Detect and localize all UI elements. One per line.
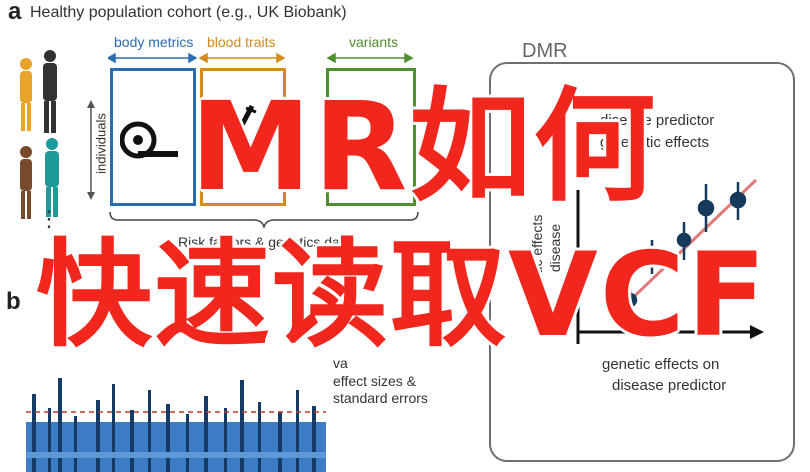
gwas-bar-chart [26,378,326,472]
panel-b-text-3: standard errors [333,390,428,406]
dmr-scatter-plot [576,178,764,344]
category-arrows [108,52,414,64]
dmr-panel [489,62,795,462]
dmr-top-line-2: g genetic effects [600,134,709,151]
dmr-top-line-1: disease predictor [600,112,715,129]
panel-b-text-2: effect sizes & [333,373,417,389]
individuals-label: individuals [93,113,109,174]
bottom-brace [109,211,419,228]
category-variants: variants [349,34,399,50]
dmr-bottom-line-1: genetic effects on [602,356,720,373]
variants-box [326,68,416,206]
panel-b-letter: b [6,288,21,315]
syringe-icon [229,104,257,146]
dmr-bottom-line-2: disease predictor [612,377,727,394]
overlay-title-line-2: 快速读取VCF [36,228,769,363]
blood-traits-box [200,68,286,206]
category-body-metrics: body metrics [114,34,194,50]
overlay-title-line-1: MR如何 [190,76,658,218]
people-ellipsis: ⋮ [38,206,60,231]
tape-measure-icon [120,121,178,159]
risk-factors-label: Risk factors & genetics data [178,234,352,250]
panel-b-text-1: va [333,355,348,371]
body-metrics-box [110,68,196,206]
category-blood-traits: blood traits [207,34,276,50]
people-figures-icon [20,50,59,219]
dmr-title: DMR [522,40,568,62]
individuals-axis-arrow [87,100,95,200]
panel-a-letter: a [8,0,22,25]
panel-a-title: Healthy population cohort (e.g., UK Biob… [30,4,347,21]
dna-icon [344,106,384,120]
